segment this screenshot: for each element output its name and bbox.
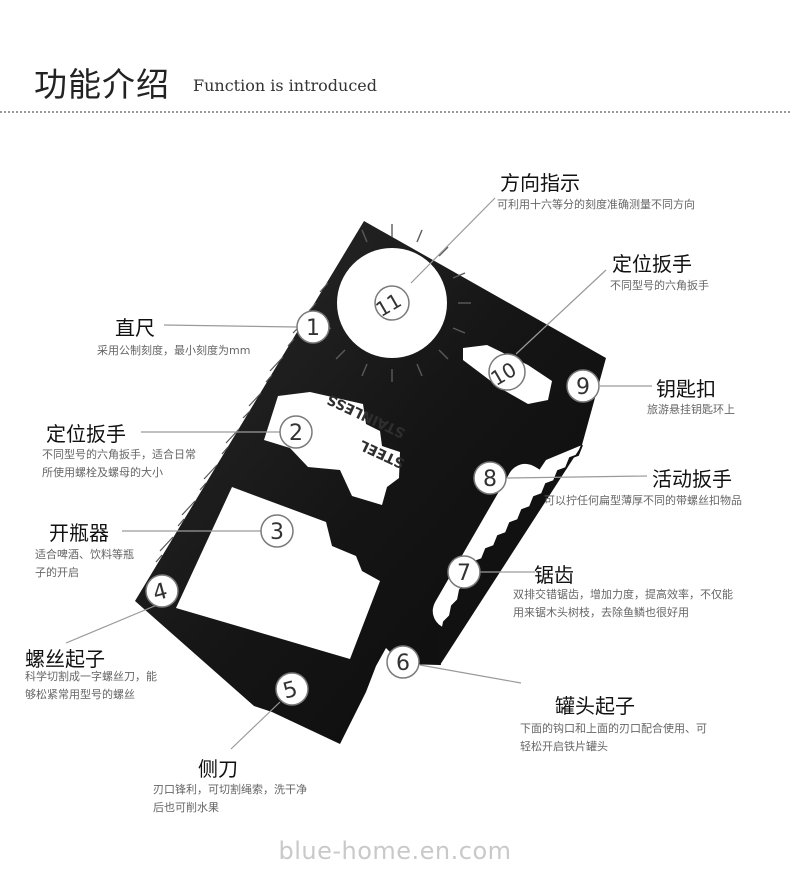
marker-5: 5 [275,672,309,706]
feature-3-title: 开瓶器 [49,521,109,545]
marker-number-8: 8 [483,467,497,492]
marker-2: 2 [279,415,313,449]
marker-11: 11 [371,285,410,322]
marker-number-7: 7 [457,561,471,586]
feature-6-desc: 下面的钩口和上面的刃口配合使用、可轻松开启铁片罐头 [520,722,707,753]
feature-7-desc: 双排交错锯齿，增加力度，提高效率，不仅能用来锯木头树枝，去除鱼鳞也很好用 [513,588,733,619]
feature-10-desc: 不同型号的六角扳手 [610,279,709,292]
marker-number-1: 1 [306,316,320,341]
feature-2-desc: 不同型号的六角扳手，适合日常所使用螺栓及螺母的大小 [42,448,196,479]
feature-6-title: 罐头起子 [555,694,635,718]
feature-4-desc: 科学切割成一字螺丝刀，能够松紧常用型号的螺丝 [25,670,157,701]
marker-10: 10 [486,353,526,391]
feature-5-title: 侧刀 [198,757,238,781]
feature-8-desc: 可以拧任何扁型薄厚不同的带螺丝扣物品 [544,494,742,507]
marker-4: 4 [145,574,179,608]
marker-9: 9 [566,369,600,403]
marker-8: 8 [473,461,507,495]
feature-11-desc: 可利用十六等分的刻度准确测量不同方向 [497,198,695,211]
feature-3-desc: 适合啤酒、饮料等瓶子的开启 [35,548,134,579]
feature-9-desc: 旅游悬挂钥匙环上 [647,403,735,416]
feature-9-title: 钥匙扣 [656,377,716,401]
card-body [135,221,606,744]
marker-number-9: 9 [576,375,590,400]
watermark: blue-home.en.com [278,837,512,865]
marker-number-2: 2 [289,421,303,446]
feature-2-title: 定位扳手 [46,422,126,446]
marker-number-3: 3 [270,520,284,545]
feature-1-desc: 采用公制刻度，最小刻度为mm [97,344,251,357]
feature-5-desc: 刃口锋利，可切割绳索，洗干净后也可削水果 [153,783,307,814]
marker-7: 7 [447,555,481,589]
feature-8-title: 活动扳手 [652,467,732,491]
feature-10-title: 定位扳手 [612,252,692,276]
page-title: 功能介绍 [34,65,170,104]
marker-number-6: 6 [396,651,410,676]
marker-1: 1 [296,310,330,344]
compass-ticks [318,224,471,382]
marker-number-4: 4 [150,579,170,607]
feature-11-title: 方向指示 [500,171,580,195]
leader-lines [65,197,652,750]
marker-6: 6 [386,645,420,679]
header-divider [0,111,790,113]
feature-1-title: 直尺 [115,316,155,340]
feature-7-title: 锯齿 [534,563,574,587]
marker-number-5: 5 [280,677,300,705]
marker-3: 3 [260,514,294,548]
feature-4-title: 螺丝起子 [25,647,105,671]
page-subtitle: Function is introduced [193,76,378,95]
